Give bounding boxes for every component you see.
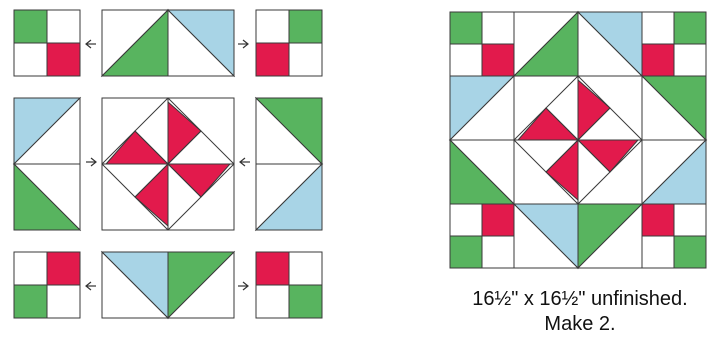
exploded-fourpatch-tr-tl bbox=[256, 10, 289, 43]
exploded-fourpatch-bl-tl bbox=[14, 252, 47, 285]
finished-fourpatch-br-bl bbox=[642, 236, 674, 268]
finished-fourpatch-br-tr bbox=[674, 204, 706, 236]
finished-fourpatch-tl-tl bbox=[450, 12, 482, 44]
finished-fourpatch-tl-bl bbox=[450, 44, 482, 76]
block-size-caption: 16½" x 16½" unfinished. bbox=[430, 287, 714, 311]
exploded-fourpatch-tl-tl bbox=[14, 10, 47, 43]
make-count-caption: Make 2. bbox=[430, 312, 714, 336]
finished-fourpatch-bl-bl bbox=[450, 236, 482, 268]
exploded-fourpatch-bl-tr bbox=[47, 252, 80, 285]
exploded-fourpatch-br-bl bbox=[256, 285, 289, 318]
finished-fourpatch-tr-bl bbox=[642, 44, 674, 76]
finished-fourpatch-bl-tl bbox=[450, 204, 482, 236]
finished-fourpatch-br-tl bbox=[642, 204, 674, 236]
exploded-fourpatch-tl-br bbox=[47, 43, 80, 76]
exploded-fourpatch-tr-tr bbox=[289, 10, 322, 43]
finished-fourpatch-tl-tr bbox=[482, 12, 514, 44]
finished-fourpatch-bl-tr bbox=[482, 204, 514, 236]
exploded-fourpatch-tr-br bbox=[289, 43, 322, 76]
finished-fourpatch-bl-br bbox=[482, 236, 514, 268]
exploded-fourpatch-tl-tr bbox=[47, 10, 80, 43]
finished-fourpatch-tl-br bbox=[482, 44, 514, 76]
finished-fourpatch-tr-tl bbox=[642, 12, 674, 44]
exploded-fourpatch-bl-bl bbox=[14, 285, 47, 318]
exploded-fourpatch-br-tr bbox=[289, 252, 322, 285]
exploded-fourpatch-tl-bl bbox=[14, 43, 47, 76]
finished-fourpatch-tr-tr bbox=[674, 12, 706, 44]
finished-fourpatch-br-br bbox=[674, 236, 706, 268]
exploded-fourpatch-br-br bbox=[289, 285, 322, 318]
exploded-fourpatch-bl-br bbox=[47, 285, 80, 318]
exploded-fourpatch-br-tl bbox=[256, 252, 289, 285]
finished-fourpatch-tr-br bbox=[674, 44, 706, 76]
exploded-fourpatch-tr-bl bbox=[256, 43, 289, 76]
